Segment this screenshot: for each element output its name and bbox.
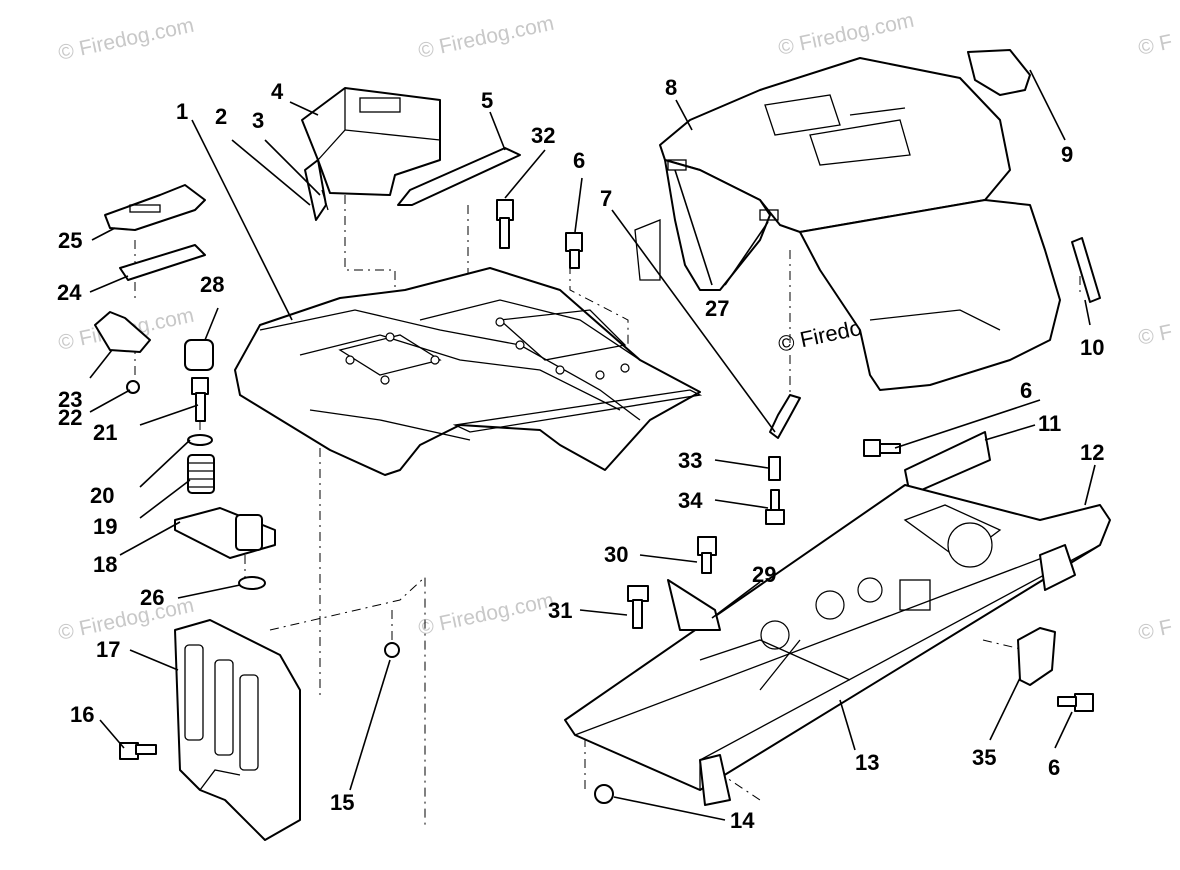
callout-23: 23 [58, 387, 82, 412]
callout-26: 26 [140, 585, 164, 610]
clip-part [94, 311, 151, 353]
callout-20: 20 [90, 483, 114, 508]
strip-part [321, 189, 329, 211]
callout-2: 2 [215, 104, 227, 129]
watermark: © Firedog.com [416, 12, 556, 63]
callout-1: 1 [176, 99, 188, 124]
leader-lines [89, 69, 1096, 821]
washer-part [238, 576, 266, 590]
callout-6: 6 [1020, 378, 1032, 403]
callout-18: 18 [93, 552, 117, 577]
bolt-part [496, 199, 514, 249]
callout-17: 17 [96, 637, 120, 662]
watermark: © F [1136, 30, 1174, 60]
callout-15: 15 [330, 790, 354, 815]
callout-12: 12 [1080, 440, 1104, 465]
callout-4: 4 [271, 79, 284, 104]
battery-bracket-part [174, 619, 301, 841]
callout-25: 25 [58, 228, 82, 253]
watermark: © F [1136, 615, 1174, 645]
spring-part [187, 454, 215, 494]
callout-8: 8 [665, 75, 677, 100]
callout-30: 30 [604, 542, 628, 567]
latch-part [769, 394, 801, 439]
callout-24: 24 [57, 280, 82, 305]
bolt-part [627, 585, 649, 629]
callout-10: 10 [1080, 335, 1104, 360]
callout-3: 3 [252, 108, 264, 133]
fender-deck-part [234, 267, 703, 476]
switch-plate-part [174, 507, 276, 559]
hood-part [634, 57, 1061, 391]
watermark: © Firedog.com [776, 9, 916, 60]
gusset-part [667, 579, 721, 631]
callout-13: 13 [855, 750, 879, 775]
bolt-part [697, 536, 717, 574]
watermark: © Firedog.com [56, 14, 196, 65]
tool-tray-part [301, 87, 441, 196]
part-number-labels: 1 2 3 4 5 6 7 8 9 10 11 12 13 14 15 16 1… [57, 75, 1104, 833]
nut-part [384, 642, 400, 658]
callout-22: 22 [58, 405, 82, 430]
bracket-part [967, 49, 1031, 96]
bolt-part [1057, 693, 1094, 712]
callout-29: 29 [752, 562, 776, 587]
callout-16: 16 [70, 702, 94, 727]
callout-32: 32 [531, 123, 555, 148]
nut-part [594, 784, 614, 804]
frame-part [564, 484, 1111, 806]
watermark: © F [1136, 320, 1174, 350]
callout-28: 28 [200, 272, 224, 297]
callout-7: 7 [600, 186, 612, 211]
callout-14: 14 [730, 808, 755, 833]
panel-part [104, 184, 206, 231]
slot [129, 204, 161, 213]
callout-5: 5 [481, 88, 493, 113]
callout-6: 6 [573, 148, 585, 173]
bolt-part [565, 232, 583, 269]
bracket-part [1017, 627, 1056, 686]
washer-part [187, 434, 213, 446]
callout-6: 6 [1048, 755, 1060, 780]
callout-27: 27 [705, 296, 729, 321]
bolt-part [191, 377, 209, 422]
bolt-part [119, 742, 157, 760]
callout-11: 11 [1038, 411, 1061, 436]
decal-part [397, 147, 521, 206]
plate-part [119, 244, 206, 281]
bracket-part [1071, 237, 1101, 303]
callout-34: 34 [678, 488, 703, 513]
plate-part [904, 431, 991, 496]
callout-9: 9 [1061, 142, 1073, 167]
watermark: © Firedog.com [416, 589, 556, 640]
knob-part [184, 339, 214, 371]
spacer-part [768, 456, 781, 481]
bolt-part [863, 439, 901, 457]
callout-19: 19 [93, 514, 117, 539]
callout-35: 35 [972, 745, 996, 770]
callout-21: 21 [93, 420, 117, 445]
bolt-part [765, 489, 785, 525]
callout-31: 31 [548, 598, 572, 623]
callout-33: 33 [678, 448, 702, 473]
